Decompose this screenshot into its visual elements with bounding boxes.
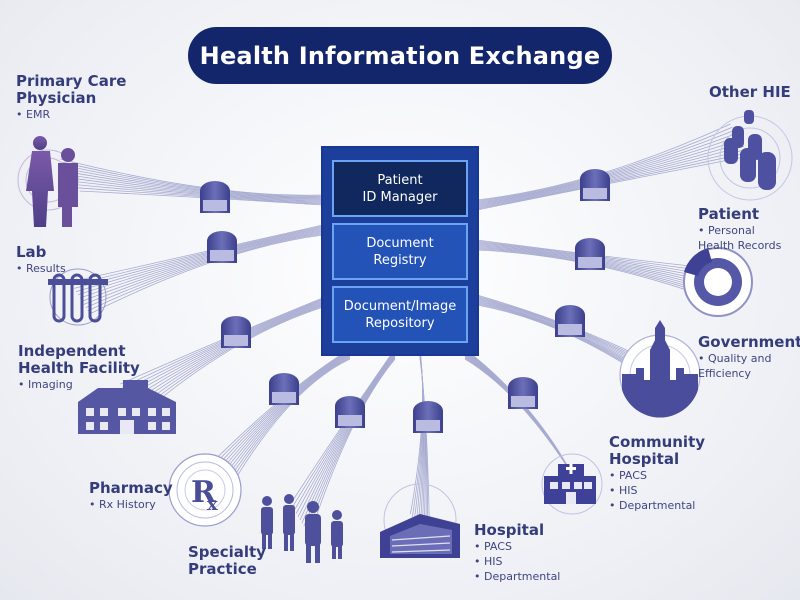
fan-line-specialty xyxy=(303,355,396,527)
node-patient: Patient Personal Health Records xyxy=(698,206,781,253)
node-bullet: Personal Health Records xyxy=(698,223,781,253)
page-title: Health Information Exchange xyxy=(188,27,612,84)
node-label: Independent Health Facility xyxy=(18,342,140,377)
fan-line-specialty xyxy=(309,358,396,537)
node-independent-health-facility: Independent Health Facility Imaging xyxy=(18,343,140,392)
node-label: Hospital xyxy=(474,521,545,539)
node-other-hie: Other HIE xyxy=(709,84,791,101)
connector-cylinder-hospital xyxy=(413,401,443,433)
node-label: Pharmacy xyxy=(89,479,173,497)
node-bullet: Departmental xyxy=(609,498,705,513)
community-hospital-icon xyxy=(541,453,603,515)
node-bullet: Results xyxy=(16,261,66,276)
node-bullet: PACS xyxy=(474,539,560,554)
fan-line-community xyxy=(464,353,571,471)
node-label: Community Hospital xyxy=(609,433,706,468)
government-building-icon xyxy=(619,320,701,418)
node-community-hospital: Community Hospital PACS HIS Departmental xyxy=(609,434,705,513)
node-bullet: HIS xyxy=(609,483,705,498)
node-primary-care: Primary Care Physician EMR xyxy=(16,73,126,122)
connector-cylinder-other-hie xyxy=(580,169,610,201)
node-bullet: Rx History xyxy=(89,497,173,512)
node-pharmacy: Pharmacy Rx History xyxy=(89,480,173,512)
connector-cylinder-community xyxy=(508,377,538,409)
node-bullet: EMR xyxy=(16,107,126,122)
fan-line-community xyxy=(464,356,577,480)
node-bullet: Departmental xyxy=(474,569,560,584)
node-label: Other HIE xyxy=(709,83,791,101)
rx-icon: R x xyxy=(168,453,242,527)
node-label: Specialty Practice xyxy=(188,543,266,578)
fan-line-specialty xyxy=(307,357,396,533)
connector-cylinder-pharmacy xyxy=(269,373,299,405)
other-hie-icon xyxy=(707,110,793,201)
patient-records-icon xyxy=(683,247,753,317)
node-label: Government xyxy=(698,333,800,351)
health-facility-building-icon xyxy=(78,380,176,434)
node-bullet: PACS xyxy=(609,468,705,483)
svg-text:R: R xyxy=(191,475,217,510)
connector-cylinder-specialty xyxy=(335,396,365,428)
node-bullet: Quality and Efficiency xyxy=(698,351,800,381)
connector-cylinder-patient xyxy=(575,238,605,270)
fan-line-community xyxy=(464,355,575,477)
node-bullet: Imaging xyxy=(18,377,140,392)
hie-hub: Patient ID Manager Document Registry Doc… xyxy=(323,148,477,354)
connector-cylinder-independent xyxy=(221,316,251,348)
connector-cylinder-primary-care xyxy=(200,181,230,213)
node-specialty-practice: Specialty Practice xyxy=(188,544,266,578)
lab-tubes-icon xyxy=(48,268,108,326)
physician-icon xyxy=(17,136,79,227)
document-image-repository-box: Document/Image Repository xyxy=(332,286,468,343)
fan-line-specialty xyxy=(305,356,396,530)
connector-cylinder-lab xyxy=(207,231,237,263)
fan-line-community xyxy=(464,354,573,474)
node-label: Lab xyxy=(16,243,47,261)
node-label: Patient xyxy=(698,205,760,223)
fan-line-lab xyxy=(70,224,324,283)
node-label: Primary Care Physician xyxy=(16,72,127,107)
node-lab: Lab Results xyxy=(16,244,66,276)
svg-text:x: x xyxy=(207,494,218,515)
hospital-building-icon xyxy=(380,483,460,558)
node-hospital: Hospital PACS HIS Departmental xyxy=(474,522,560,584)
document-registry-box: Document Registry xyxy=(332,223,468,280)
patient-id-manager-box: Patient ID Manager xyxy=(332,160,468,217)
fan-line-community xyxy=(464,352,569,468)
node-government: Government Quality and Efficiency xyxy=(698,334,800,381)
node-bullet: HIS xyxy=(474,554,560,569)
specialty-people-icon xyxy=(261,494,343,563)
connector-cylinder-government xyxy=(555,305,585,337)
